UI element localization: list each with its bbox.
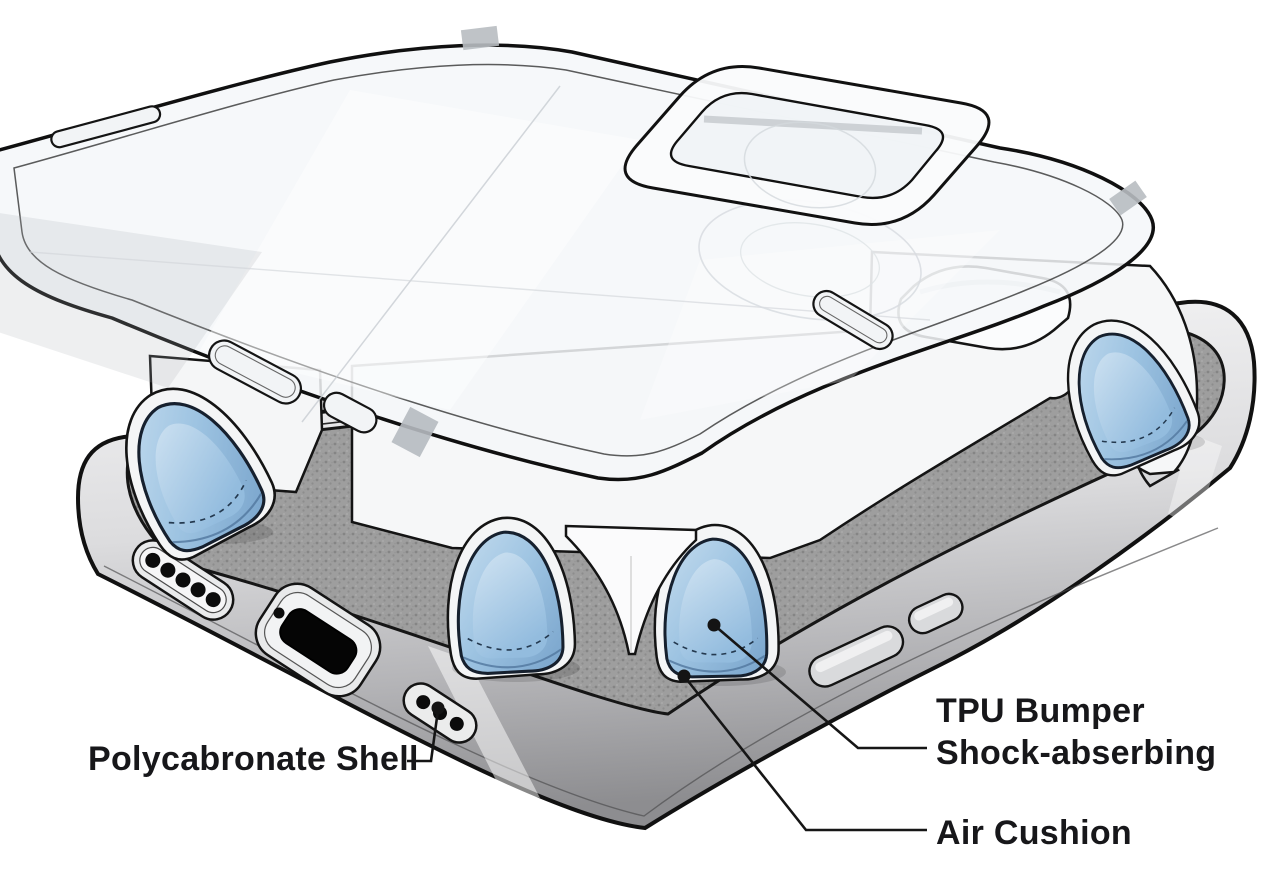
camera-ring-shading — [703, 115, 923, 135]
shell-slot-volume-2 — [322, 391, 378, 434]
callout-tpu-bumper: TPU Bumper Shock-abserbing — [707, 618, 1216, 772]
label-air-cushion: Air Cushion — [936, 814, 1132, 852]
air-cushion-corner-mid-left — [446, 516, 577, 681]
clear-shell-inner-wall — [13, 63, 1124, 457]
leader-line-tpu — [713, 624, 927, 750]
callout-polycarbonate-shell: Polycabronate Shell — [88, 701, 445, 778]
label-tpu-bumper-line1: TPU Bumper — [936, 692, 1145, 730]
leader-dot-shell — [431, 701, 445, 715]
clear-shell-layer — [0, 25, 1156, 482]
shell-tint-left — [0, 213, 262, 388]
leader-dot-air — [677, 669, 691, 683]
shell-slot-top — [50, 105, 162, 149]
speaker-grille — [131, 539, 235, 621]
label-tpu-bumper-line2: Shock-abserbing — [936, 734, 1216, 772]
shell-rim-tab — [391, 406, 439, 458]
leader-line-shell — [407, 709, 440, 763]
camera-lens-ghost — [743, 121, 877, 209]
shell-rim-tab — [460, 25, 500, 51]
shell-crease-horizontal — [29, 251, 931, 321]
shell-slot-power — [812, 289, 894, 351]
shell-sheen — [200, 90, 640, 410]
shell-rim-tab — [1109, 180, 1147, 216]
side-button-power — [907, 592, 964, 635]
leader-line-air — [682, 675, 927, 832]
label-polycarbonate-shell: Polycabronate Shell — [88, 740, 419, 778]
case-rim-highlight-right — [1168, 434, 1222, 528]
leader-dot-tpu — [707, 618, 721, 632]
shell-sheen-right — [640, 230, 1000, 420]
air-cushion-corner-left — [125, 387, 276, 561]
air-cushion-corner-mid-right — [653, 523, 780, 683]
shell-crease-diagonal — [301, 85, 561, 423]
case-rim-highlight-corner — [428, 646, 540, 798]
camera-cutout-ring — [623, 65, 991, 226]
air-cushion-corner-top-right — [1066, 319, 1201, 477]
port-mic-hole — [273, 607, 285, 619]
side-button-volume — [808, 625, 905, 688]
callout-air-cushion: Air Cushion — [677, 669, 1132, 852]
shell-slot-volume — [207, 339, 303, 405]
